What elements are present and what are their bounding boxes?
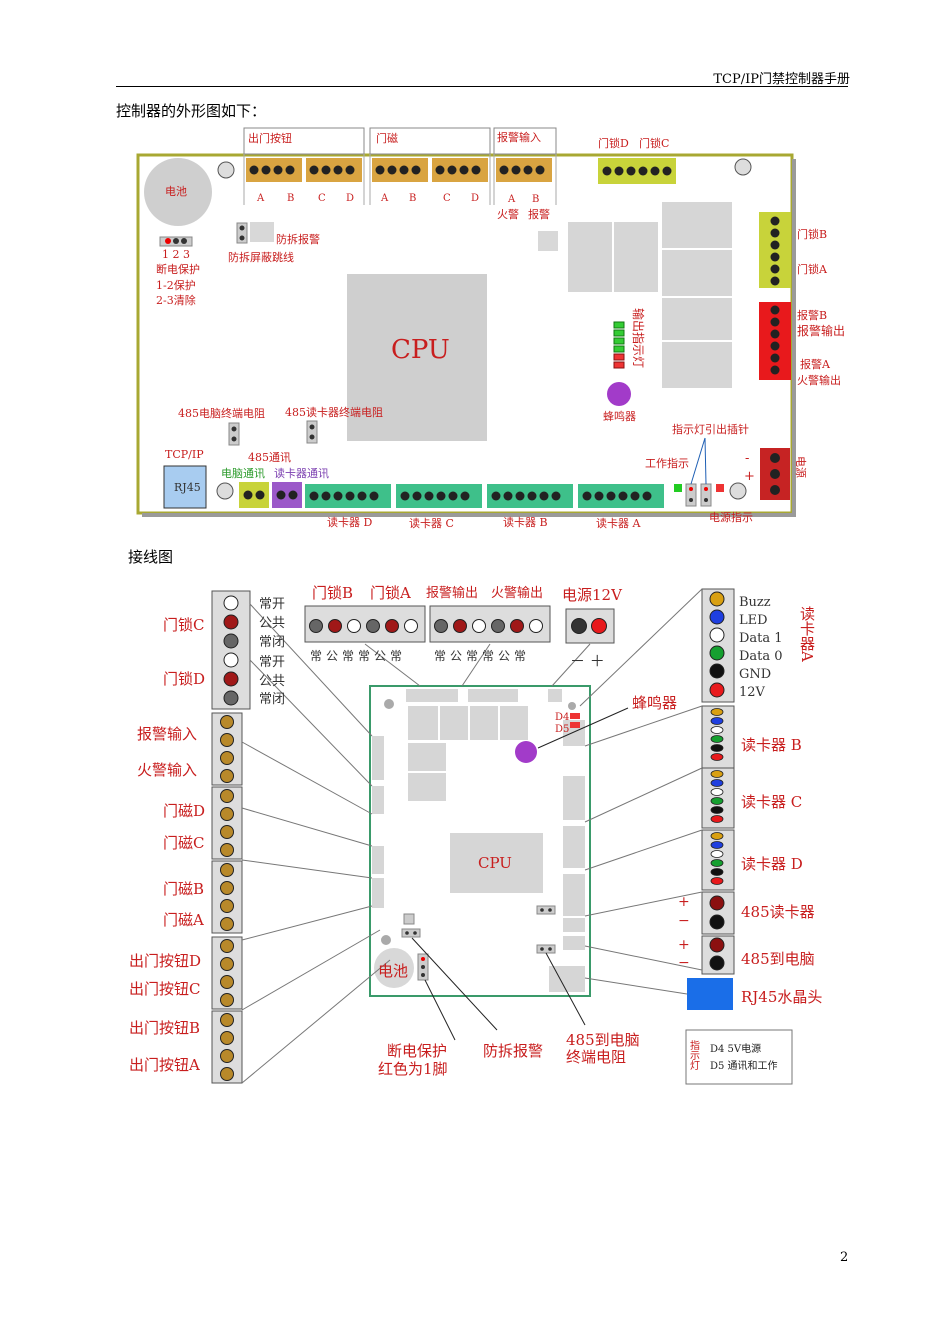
- label-alarm-output: 报警输出: [797, 323, 845, 338]
- tick-d: D: [346, 193, 354, 204]
- label-alarm-input: 报警输入: [497, 130, 541, 144]
- label-pins-123: 1 2 3: [162, 248, 190, 261]
- label-lock-a: 门锁A: [797, 262, 828, 276]
- label-battery: 电池: [165, 185, 187, 198]
- label-reader-a: 读卡器 A: [596, 516, 641, 530]
- label-tamper-alarm: 防拆报警: [276, 232, 320, 246]
- rj45-port: [163, 465, 207, 509]
- label-tamper-jumper: 防拆屏蔽跳线: [228, 250, 294, 264]
- tick-b3: B: [532, 194, 539, 205]
- label-reader-d: 读卡器 D: [327, 515, 372, 529]
- exit-button-label-box: [243, 127, 365, 155]
- label-buzzer: 蜂鸣器: [603, 409, 636, 423]
- tick-b: B: [287, 193, 294, 204]
- label-tcpip: TCP/IP: [165, 448, 204, 461]
- label-pc-comm: 电脑通讯: [221, 467, 265, 480]
- label-cpu: CPU: [391, 335, 450, 365]
- caption-outline: 控制器的外形图如下：: [116, 102, 267, 120]
- door-sensor-label-box: [369, 127, 491, 155]
- alarm-input-label-box: [493, 127, 557, 155]
- label-work-indicator: 工作指示: [645, 456, 689, 470]
- label-485-reader-term: 485读卡器终端电阻: [285, 405, 383, 419]
- label-alarm-a: 报警A: [800, 357, 831, 371]
- output-indicator-leds: [613, 321, 625, 369]
- label-protect-12: 1-2保护: [156, 278, 196, 292]
- tick-d2: D: [471, 193, 479, 204]
- header-divider: [116, 86, 848, 87]
- label-lock-b: 门锁B: [797, 227, 827, 241]
- tick-c2: C: [443, 193, 451, 204]
- header-title: TCP/IP门禁控制器手册: [713, 72, 850, 87]
- label-485-comm: 485通讯: [248, 451, 291, 464]
- label-reader-c: 读卡器 C: [409, 516, 454, 530]
- tick-a3: A: [507, 194, 516, 205]
- label-rj45: RJ45: [174, 481, 201, 494]
- label-output-indicator: 输出指示灯: [631, 308, 646, 368]
- label-protect-23: 2-3清除: [156, 293, 196, 307]
- page-number: 2: [840, 1250, 849, 1265]
- label-fire-alarm: 火警: [497, 207, 519, 221]
- tick-a: A: [256, 193, 265, 204]
- label-plus: +: [744, 469, 755, 484]
- caption-wiring: 接线图: [128, 548, 174, 566]
- tick-c: C: [318, 193, 326, 204]
- label-lock-c: 门锁C: [639, 136, 669, 150]
- label-485-pc-term: 485电脑终端电阻: [178, 406, 265, 420]
- label-lock-d: 门锁D: [598, 136, 629, 150]
- label-minus: -: [745, 451, 749, 466]
- label-indicator-pins: 指示灯引出插针: [672, 422, 749, 436]
- label-door-sensor: 门磁: [376, 131, 398, 145]
- label-exit-button: 出门按钮: [248, 131, 292, 145]
- buzzer: [607, 382, 631, 406]
- label-alarm: 报警: [528, 207, 550, 221]
- label-fire-output: 火警输出: [797, 373, 841, 387]
- label-reader-b: 读卡器 B: [503, 515, 548, 529]
- label-power-protect: 断电保护: [156, 262, 200, 276]
- battery: [144, 158, 212, 226]
- label-power: 电源: [794, 456, 808, 478]
- label-reader-comm: 读卡器通讯: [274, 466, 329, 480]
- cpu-chip: [347, 274, 487, 441]
- label-power-indicator: 电源指示: [709, 510, 753, 524]
- tick-b2: B: [409, 193, 416, 204]
- label-alarm-b: 报警B: [797, 308, 827, 322]
- tick-a2: A: [380, 193, 389, 204]
